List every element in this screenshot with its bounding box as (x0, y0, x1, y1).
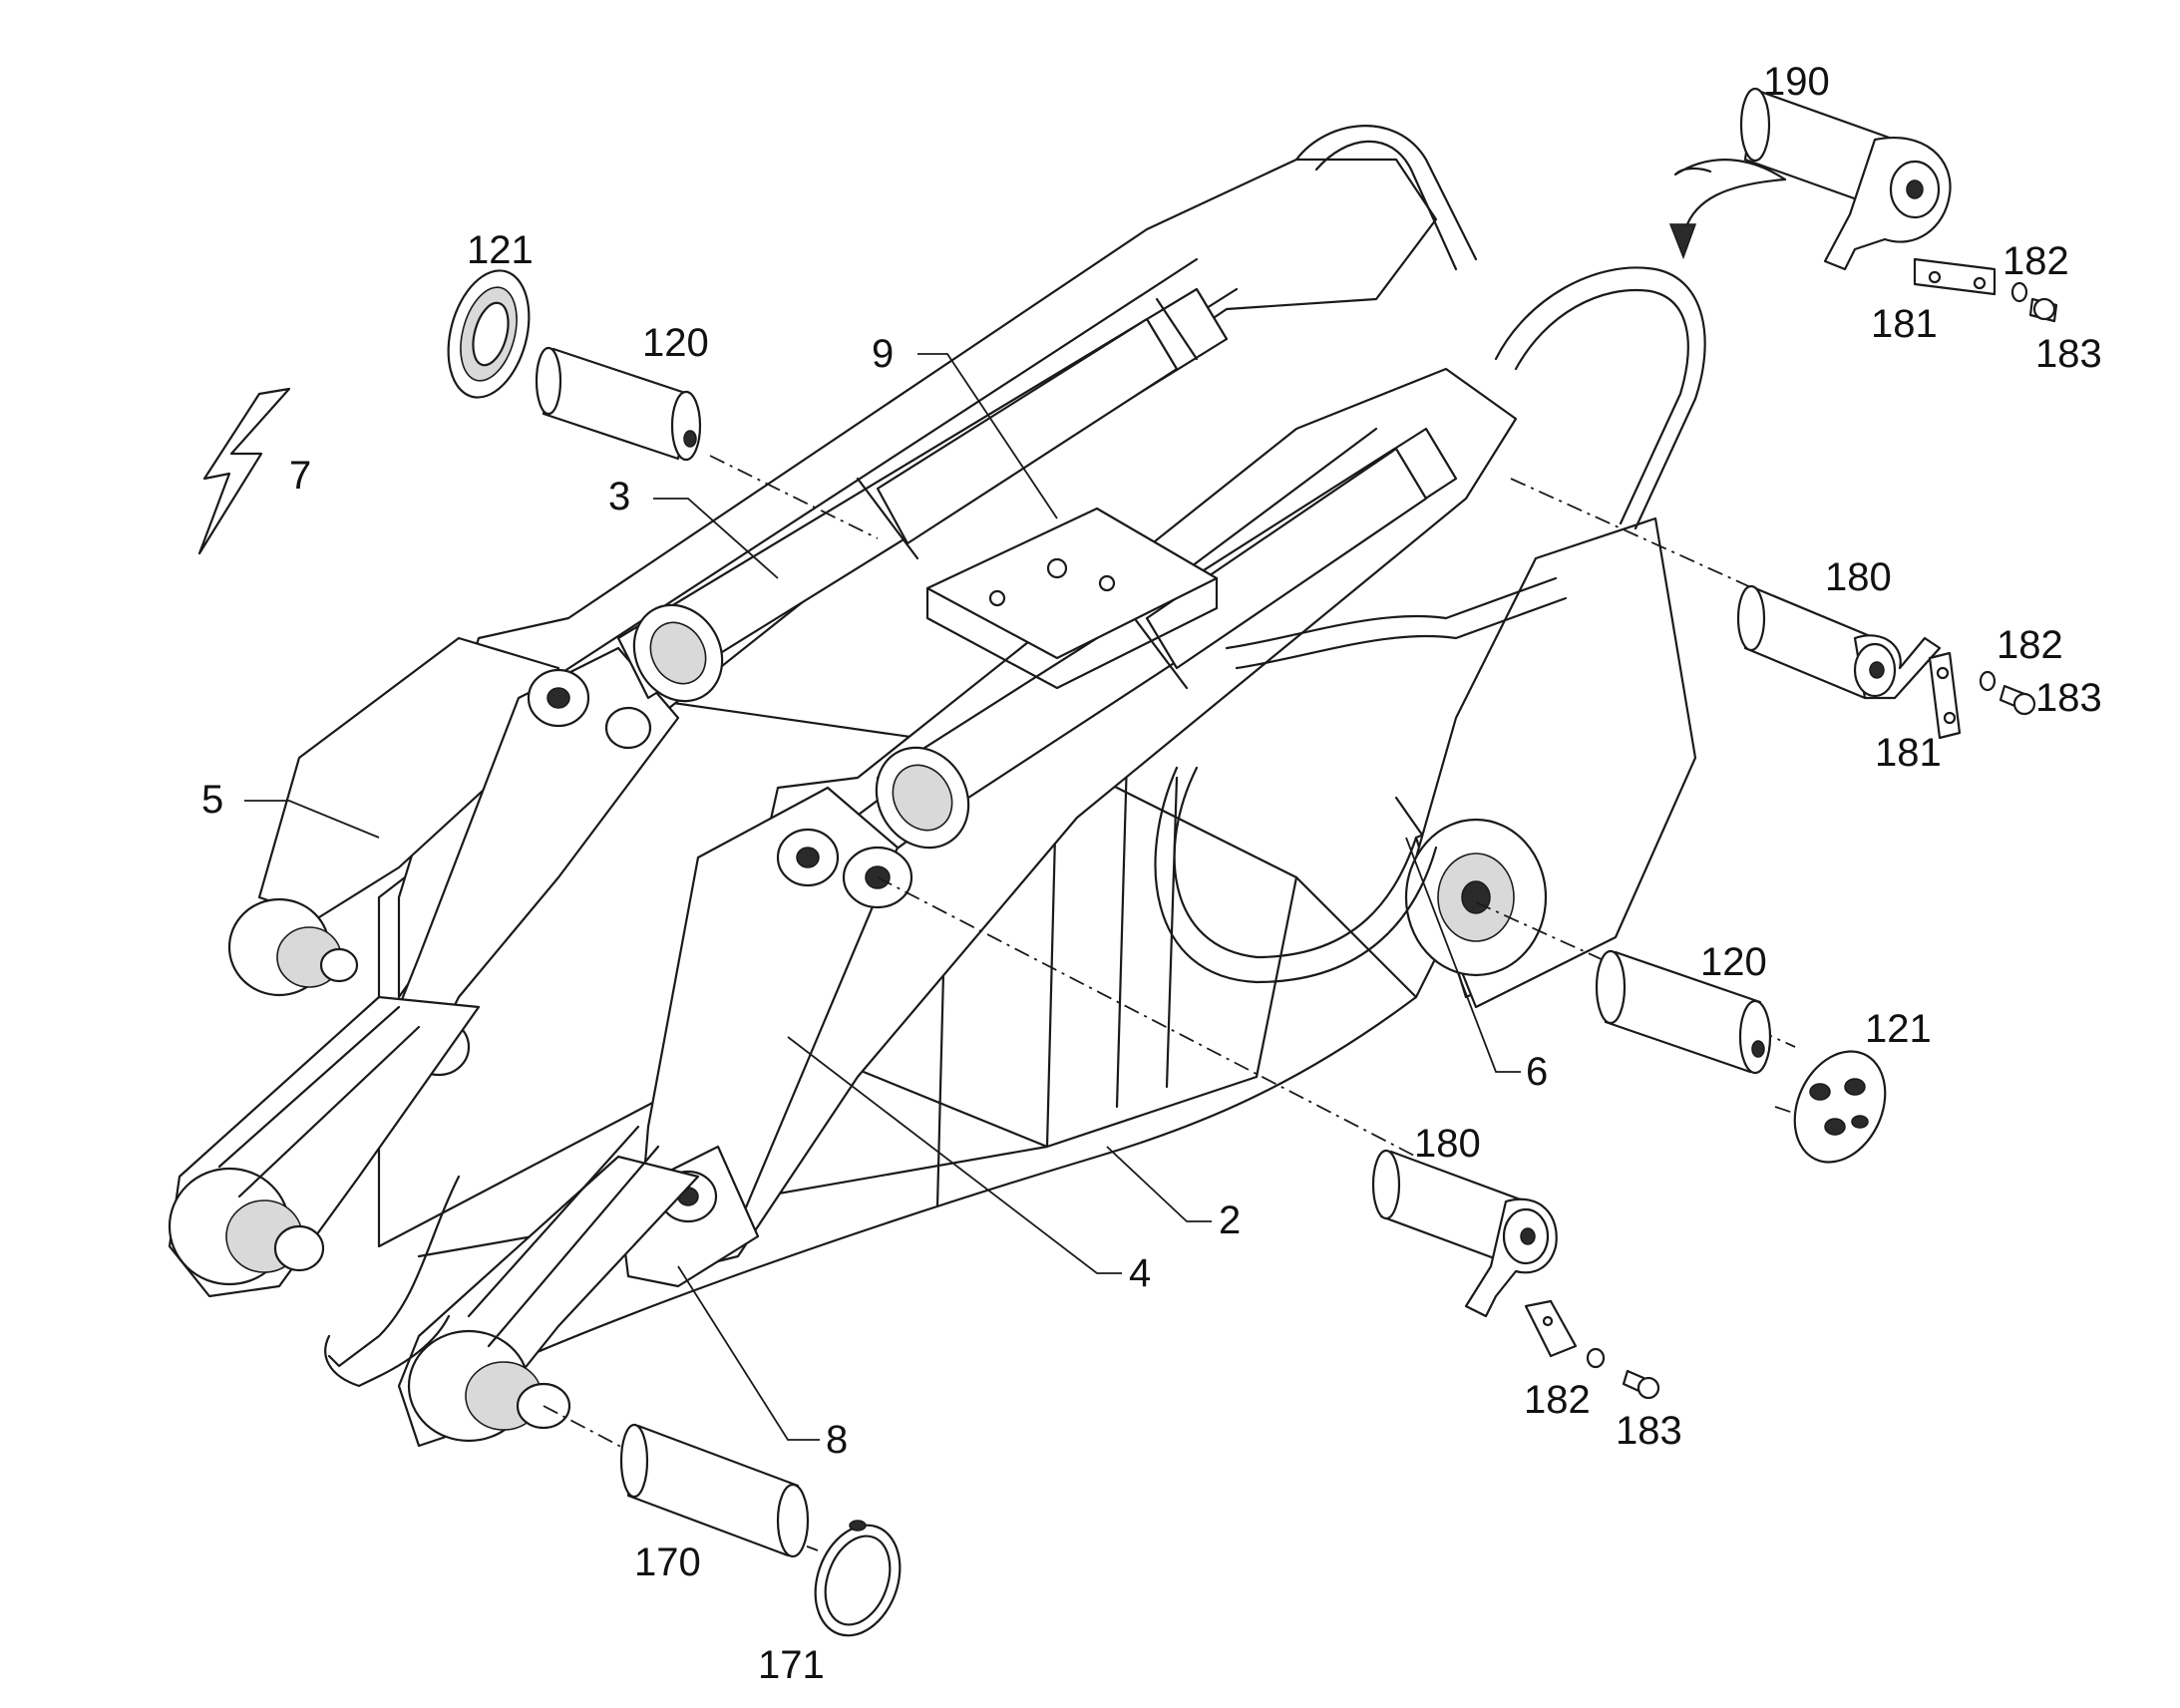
label-3: 3 (608, 475, 630, 518)
retainer-set-middle (1928, 651, 2036, 740)
label-9: 9 (872, 332, 894, 376)
label-5: 5 (201, 778, 223, 822)
label-6: 6 (1526, 1050, 1548, 1094)
callout-labels: 190 182 181 183 121 120 9 3 7 180 182 18… (201, 60, 2102, 1687)
pin-120-top (535, 346, 702, 462)
label-121-right: 121 (1865, 1007, 1932, 1051)
cylinder-left (616, 287, 1229, 703)
cover-121-right (1793, 1050, 1887, 1164)
label-183-middle: 183 (2035, 676, 2102, 720)
cross-member (925, 507, 1219, 690)
ring-171 (814, 1520, 902, 1637)
cover-121-top (447, 269, 531, 399)
label-180-middle: 180 (1825, 555, 1892, 599)
label-182-middle: 182 (1997, 623, 2063, 667)
label-171: 171 (758, 1643, 825, 1687)
left-boom-arm (168, 158, 1438, 1298)
label-121-top: 121 (467, 228, 534, 272)
pin-170 (619, 1423, 810, 1558)
label-183-lower: 183 (1616, 1409, 1682, 1453)
label-181-top: 181 (1871, 302, 1938, 346)
pin-180-middle (1736, 584, 1942, 700)
leader-lines (244, 353, 1521, 1441)
hydraulic-hoses (324, 125, 1706, 1388)
label-190: 190 (1763, 60, 1830, 104)
label-7: 7 (289, 454, 311, 498)
label-181-middle: 181 (1875, 731, 1942, 775)
label-180-lower: 180 (1414, 1122, 1481, 1166)
retainer-set-top (1913, 257, 2058, 323)
pin-120-right (1595, 949, 1772, 1075)
label-4: 4 (1129, 1251, 1151, 1295)
label-2: 2 (1219, 1198, 1241, 1242)
label-170: 170 (634, 1540, 701, 1584)
label-120-right: 120 (1700, 940, 1767, 984)
electrical-symbol (197, 387, 291, 555)
label-8: 8 (826, 1418, 848, 1462)
pin-180-lower (1371, 1149, 1558, 1318)
label-182-lower: 182 (1524, 1378, 1591, 1422)
label-120-top: 120 (642, 321, 709, 365)
curved-arrow (1668, 159, 1787, 260)
right-boom-arm (397, 367, 1518, 1448)
retainer-set-lower (1524, 1299, 1660, 1400)
label-182-top: 182 (2002, 239, 2069, 283)
pin-190 (1739, 87, 1952, 271)
main-frame (377, 516, 1697, 1408)
label-183-top: 183 (2035, 332, 2102, 376)
